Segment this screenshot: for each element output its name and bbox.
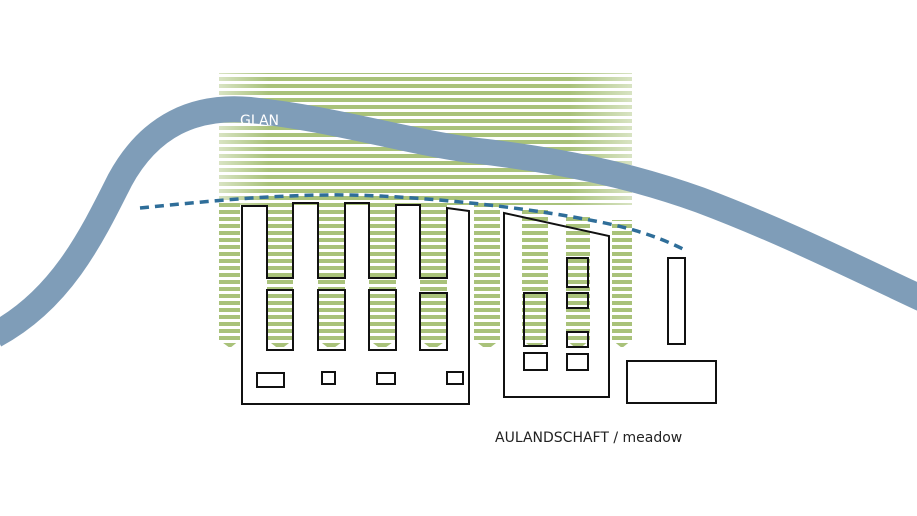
courtyard-4 [419,292,448,351]
building-main-block [241,202,470,405]
opening-2 [321,371,336,385]
low-hall [626,360,717,404]
courtyard-2 [317,289,346,351]
building-middle-block [503,211,610,398]
meadow-label: AULANDSCHAFT / meadow [495,430,682,446]
block-5b [566,292,589,309]
boundary-dashed-line [139,193,686,252]
meadow-stripe-fingers [219,200,632,350]
courtyard-5 [523,292,548,347]
river-label: GLAN [240,113,279,129]
opening-4 [446,371,464,385]
courtyard-1 [266,289,294,351]
building-east-block [626,257,717,404]
opening-1 [256,372,285,388]
courtyard-3 [368,289,397,351]
opening-3 [376,372,396,385]
tower-slab [667,257,686,345]
river-glan [0,96,917,347]
block-5d [523,352,548,371]
block-5e [566,353,589,371]
block-5a [566,257,589,288]
block-5c [566,331,589,348]
